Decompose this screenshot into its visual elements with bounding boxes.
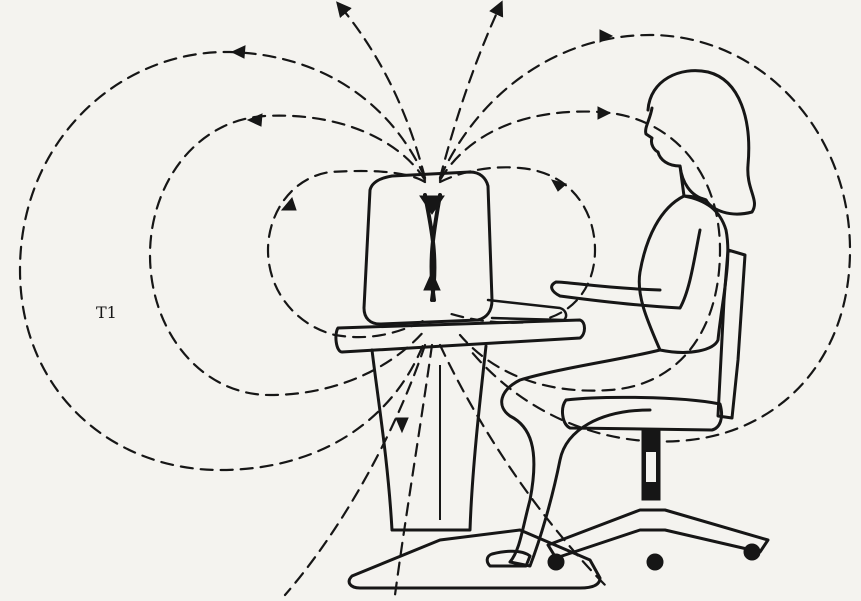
field-loop-right-inner	[440, 167, 595, 322]
core-arrow-top	[420, 196, 444, 214]
field-lines-left	[20, 46, 425, 470]
arrow-head-right-inner	[552, 180, 566, 191]
field-loop-left-inner	[268, 171, 425, 337]
chair-wheel-right	[744, 544, 760, 560]
field-rays-up	[340, 6, 500, 178]
field-loop-right-outer	[440, 35, 850, 442]
chair-wheel-center	[647, 554, 663, 570]
field-loop-right-middle	[440, 112, 720, 391]
arrow-head-right-middle	[598, 107, 610, 119]
desk-pedestal	[372, 346, 486, 530]
arm	[552, 230, 700, 308]
ray-up-right	[440, 6, 500, 178]
chair-backrest	[718, 250, 745, 418]
margin-mark: T1	[96, 303, 117, 322]
torso	[639, 196, 728, 352]
monitor-body	[364, 172, 492, 324]
arrow-head-left-middle	[248, 114, 262, 126]
field-lines-right	[440, 30, 850, 442]
arrow-head-ray-down	[396, 418, 408, 432]
field-loop-left-middle	[150, 116, 425, 395]
core-arrow-bottom	[424, 272, 440, 290]
field-loop-left-outer	[20, 52, 425, 470]
arrow-head-left-outer	[232, 46, 245, 58]
chair-wheel-left	[548, 554, 564, 570]
hair	[648, 71, 754, 214]
computer-monitor	[364, 172, 492, 324]
chair-post-highlight	[646, 452, 656, 482]
chair-base	[548, 510, 768, 558]
face	[646, 108, 706, 200]
